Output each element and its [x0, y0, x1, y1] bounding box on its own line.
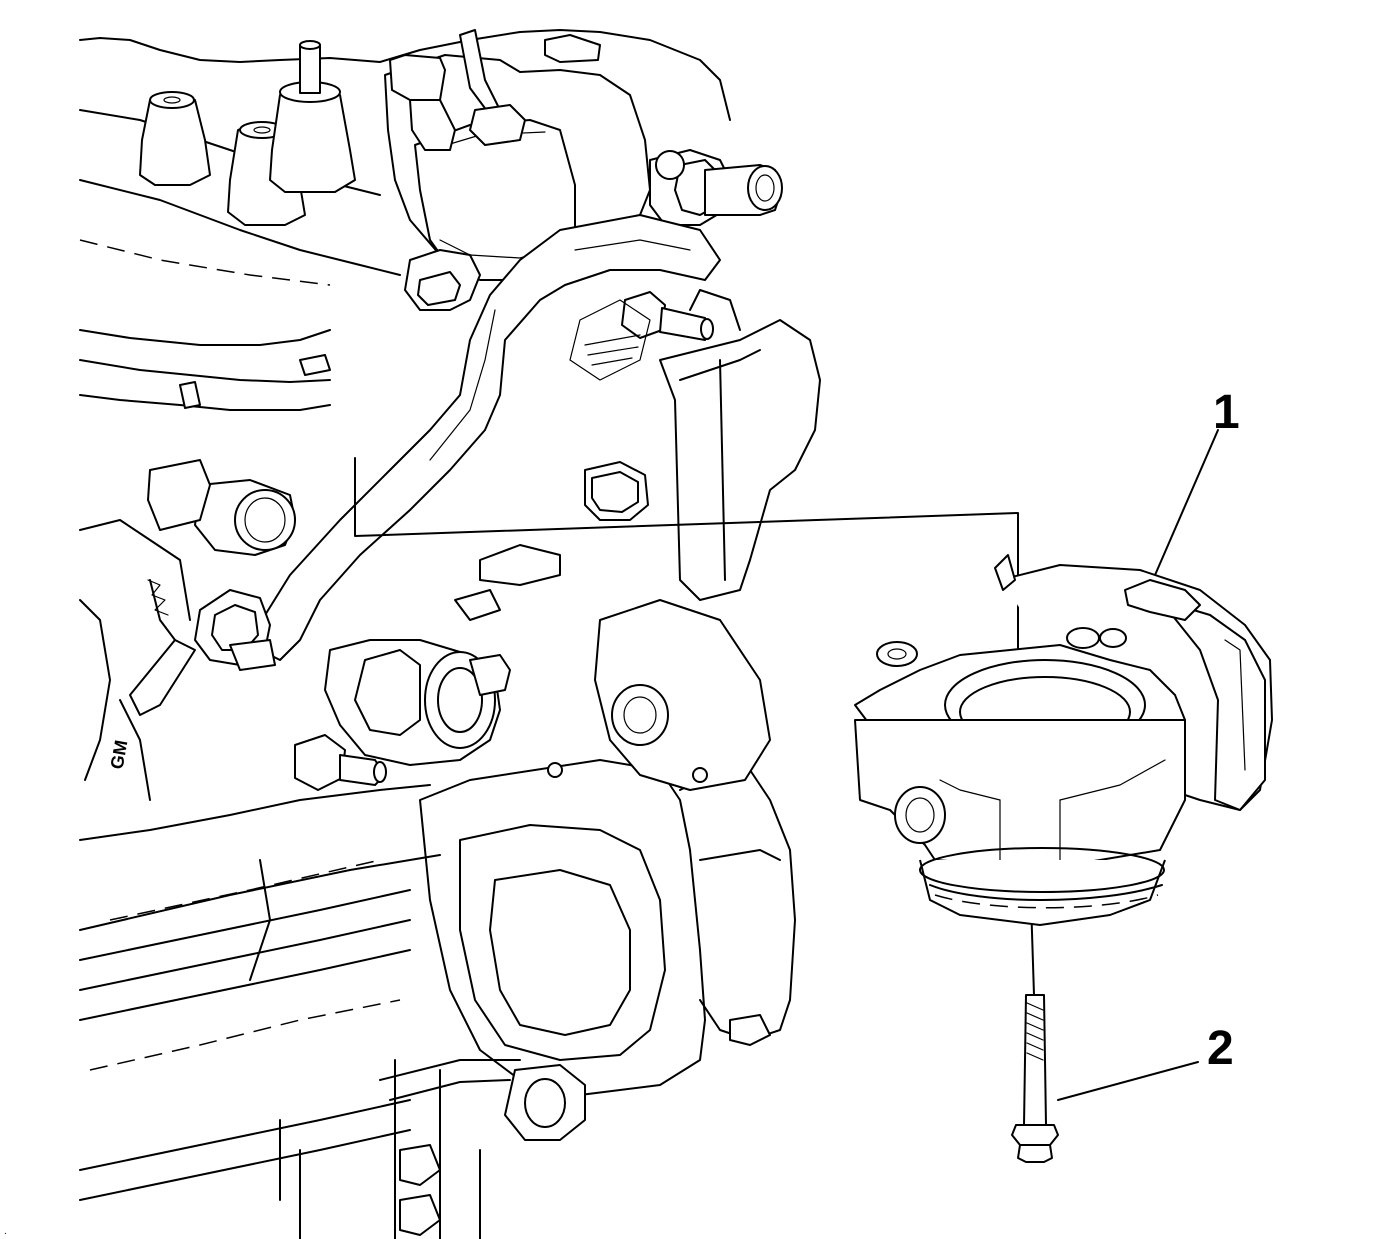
intake-manifold: [79, 29, 731, 411]
bolt: [1011, 994, 1059, 1163]
coolant-fitting-upper: [649, 149, 783, 226]
engine-block-lower: GM: [79, 519, 431, 1201]
stud-bolt-lower: [294, 734, 387, 791]
front-cover: [569, 289, 821, 601]
stud-bolt-upper: [621, 291, 714, 341]
sensor-connector-mid: [454, 461, 649, 621]
casting-mark: GM: [107, 739, 132, 771]
water-pump-housing: [419, 599, 796, 1141]
actuator-module: [384, 29, 651, 311]
callout-label-2: 2: [1207, 1022, 1234, 1075]
sensor-connector-left: [129, 579, 276, 716]
coolant-pipe: [259, 214, 721, 661]
frame-rail: [79, 854, 521, 1239]
callout-2-leader: [1057, 1061, 1199, 1101]
leader-lines: [354, 429, 1219, 1101]
callout-1-leader: [1151, 429, 1219, 583]
corner-mark: .: [4, 1226, 7, 1237]
hose-connector-left: [147, 459, 296, 556]
engine-assembly: GM: [79, 29, 821, 1239]
mount-leader-line: [354, 457, 1019, 766]
thermostat-housing: [854, 554, 1273, 926]
callout-label-1: 1: [1213, 386, 1240, 439]
coolant-outlet-center: [324, 639, 511, 766]
